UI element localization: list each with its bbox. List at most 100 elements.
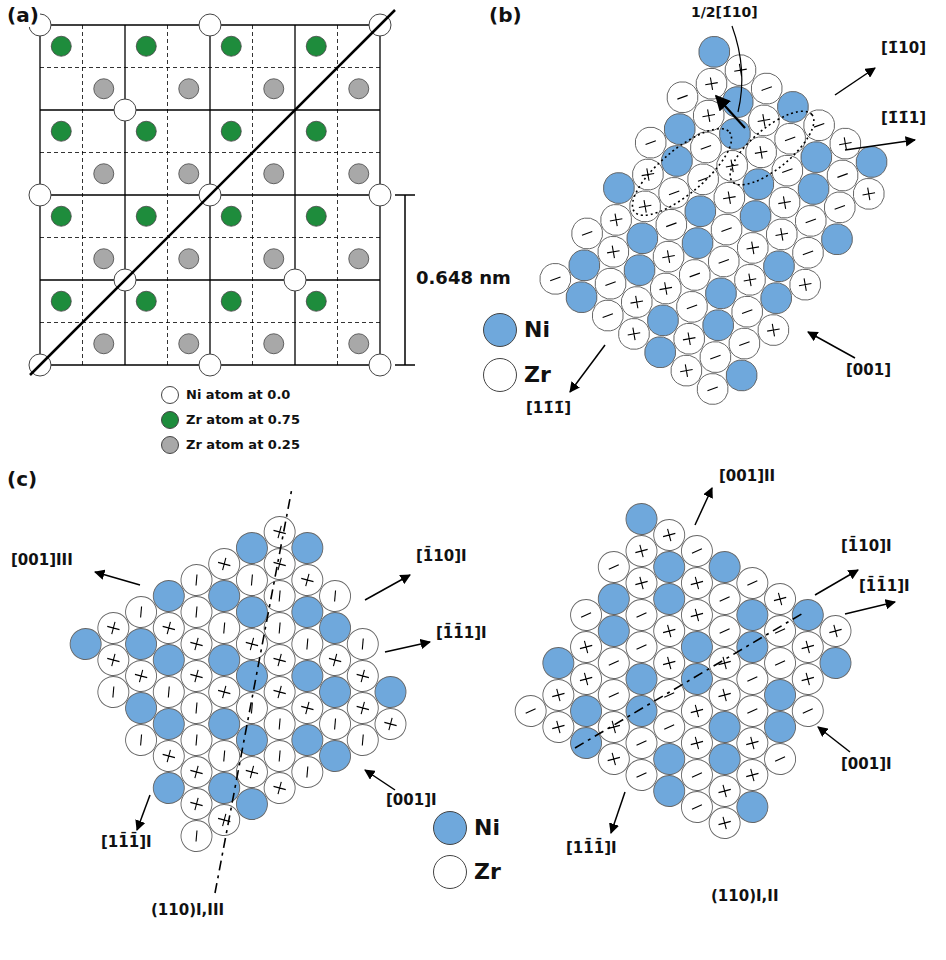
slash-mark <box>219 751 229 762</box>
cross-mark <box>691 705 703 717</box>
cross-mark <box>774 593 786 605</box>
cross-mark <box>580 641 592 653</box>
cross-mark <box>802 641 814 653</box>
slash-mark <box>605 278 615 289</box>
panel-letter: (a) <box>6 4 40 27</box>
cross-mark <box>274 654 286 666</box>
direction-arrow <box>365 575 410 600</box>
slash-mark <box>646 137 656 148</box>
slash-mark <box>692 546 702 557</box>
direction-arrows <box>95 26 915 893</box>
cross-mark <box>357 670 369 682</box>
slash-mark <box>192 607 202 618</box>
cross-mark <box>329 654 341 666</box>
cross-mark <box>705 77 717 89</box>
grid-line <box>252 25 253 365</box>
cross-mark <box>246 638 258 650</box>
slash-mark <box>666 219 676 230</box>
direction-label: [001]I <box>385 792 438 809</box>
cross-mark <box>301 574 313 586</box>
cross-mark <box>863 188 875 200</box>
cross-mark <box>635 577 647 589</box>
zr-atom <box>306 121 326 141</box>
legend-swatch <box>161 411 179 429</box>
cross-mark <box>746 737 758 749</box>
zr-atom <box>306 206 326 226</box>
zr-atom <box>349 249 369 269</box>
slash-mark <box>687 301 697 312</box>
cross-mark <box>726 160 738 172</box>
slash-mark <box>330 591 340 602</box>
slash-mark <box>603 310 613 321</box>
legend-text: Ni atom at 0.0 <box>186 388 290 403</box>
dimension-label: 0.648 nm <box>415 268 512 289</box>
zr-atom <box>136 206 156 226</box>
slash-mark <box>108 687 118 698</box>
cross-mark <box>218 686 230 698</box>
cross-mark <box>719 785 731 797</box>
slash-mark <box>637 770 647 781</box>
legend-swatch <box>433 811 467 845</box>
cross-mark <box>190 670 202 682</box>
cross-mark <box>301 702 313 714</box>
ni-atom <box>114 99 136 121</box>
slash-mark <box>692 770 702 781</box>
slash-mark <box>775 754 785 765</box>
cross-mark <box>552 689 564 701</box>
slash-mark <box>677 92 687 103</box>
slash-mark <box>637 738 647 749</box>
cross-mark <box>274 782 286 794</box>
ni-atom <box>199 354 221 376</box>
cross-mark <box>190 766 202 778</box>
slash-mark <box>710 352 720 363</box>
cross-mark <box>802 673 814 685</box>
cross-mark <box>683 333 695 345</box>
direction-label: [001]I <box>840 756 893 773</box>
zr-atom <box>94 334 114 354</box>
slash-mark <box>302 767 312 778</box>
slash-mark <box>581 610 591 621</box>
direction-label: [1̄10]I <box>415 548 468 565</box>
direction-label: [11̄1̄]I <box>100 834 153 851</box>
direction-label: [001]II <box>718 468 776 485</box>
direction-label: [11̄1̄]I <box>565 840 618 857</box>
cross-mark <box>680 364 692 376</box>
slash-mark <box>164 687 174 698</box>
direction-label: [11̄1̄] <box>525 400 572 417</box>
direction-arrow <box>845 140 915 150</box>
zr-atom <box>94 79 114 99</box>
cross-mark <box>660 282 672 294</box>
panel-letter: (b) <box>488 4 523 27</box>
slash-mark <box>742 306 752 317</box>
slash-mark <box>739 338 749 349</box>
slash-mark <box>302 639 312 650</box>
zr-atom <box>349 164 369 184</box>
slash-mark <box>192 735 202 746</box>
panel-letter: (c) <box>6 468 38 491</box>
slash-mark <box>669 187 679 198</box>
slash-mark <box>785 133 795 144</box>
slash-mark <box>664 722 674 733</box>
atom-layer <box>64 503 425 857</box>
legend-text: Ni <box>474 815 500 840</box>
grid-line <box>40 322 380 323</box>
legend-text: Zr atom at 0.25 <box>186 438 300 453</box>
cross-mark <box>662 250 674 262</box>
direction-label: [1̄1̄1] <box>880 110 927 127</box>
cross-mark <box>755 146 767 158</box>
cross-mark <box>274 686 286 698</box>
direction-label: [1̄1̄1]I <box>435 625 488 642</box>
slash-mark <box>192 703 202 714</box>
cross-mark <box>663 625 675 637</box>
cross-mark <box>107 654 119 666</box>
ni-atom <box>369 184 391 206</box>
slash-mark <box>803 706 813 717</box>
dimension-tick <box>395 194 415 196</box>
slash-mark <box>707 384 717 395</box>
cross-mark <box>580 673 592 685</box>
cross-mark <box>163 750 175 762</box>
direction-arrow <box>570 345 605 392</box>
slash-mark <box>609 562 619 573</box>
slash-mark <box>835 202 845 213</box>
